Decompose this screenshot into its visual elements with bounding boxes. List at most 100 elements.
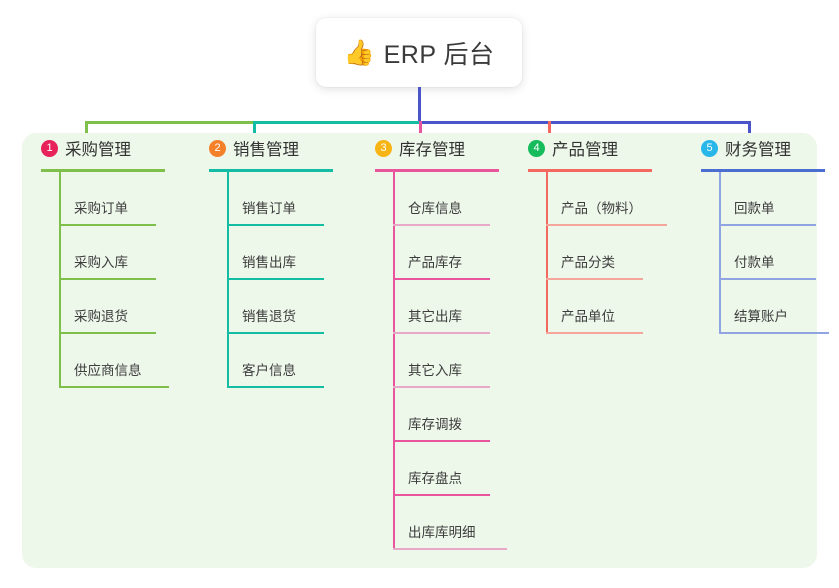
item-label: 产品分类	[561, 255, 615, 270]
item-rule	[393, 494, 490, 496]
bus-bar-segment-blue	[419, 121, 751, 124]
list-item[interactable]: 其它入库	[393, 334, 534, 388]
branch-header-5[interactable]: 5 财务管理	[700, 133, 839, 163]
item-rule	[59, 224, 156, 226]
item-label: 库存调拨	[408, 417, 462, 432]
branch-badge-2: 2	[209, 139, 226, 157]
branch-spine-4	[546, 172, 548, 334]
list-item[interactable]: 产品库存	[393, 226, 534, 280]
list-item[interactable]: 产品分类	[546, 226, 687, 280]
item-label: 采购退货	[74, 309, 128, 324]
item-label: 销售出库	[242, 255, 296, 270]
item-label: 采购入库	[74, 255, 128, 270]
item-label: 结算账户	[734, 309, 788, 324]
item-rule	[393, 386, 490, 388]
list-item[interactable]: 销售出库	[227, 226, 368, 280]
thumbs-up-icon: 👍	[343, 39, 375, 67]
list-item[interactable]: 付款单	[719, 226, 839, 280]
item-label: 出库库明细	[408, 525, 476, 540]
item-label: 产品（物料）	[561, 201, 642, 216]
branch-badge-1: 1	[41, 139, 58, 157]
branch-badge-4: 4	[528, 139, 545, 157]
bus-bar-segment-teal	[253, 121, 421, 124]
list-item[interactable]: 采购入库	[59, 226, 200, 280]
list-item[interactable]: 销售退货	[227, 280, 368, 334]
item-rule	[393, 332, 490, 334]
item-label: 回款单	[734, 201, 775, 216]
trunk-connector-vertical	[418, 87, 421, 123]
item-rule	[719, 224, 816, 226]
branch-items-1: 采购订单 采购入库 采购退货 供应商信息	[40, 172, 200, 388]
item-rule	[546, 278, 643, 280]
branch-spine-5	[719, 172, 721, 334]
bus-bar-segment-green	[85, 121, 255, 124]
item-label: 仓库信息	[408, 201, 462, 216]
list-item[interactable]: 仓库信息	[393, 172, 534, 226]
branch-items-4: 产品（物料） 产品分类 产品单位	[527, 172, 687, 334]
branch-column-4: 4 产品管理 产品（物料） 产品分类 产品单位	[527, 133, 687, 334]
item-label: 其它入库	[408, 363, 462, 378]
branch-underline-5	[701, 169, 825, 172]
branch-header-2[interactable]: 2 销售管理	[208, 133, 368, 163]
item-rule	[719, 332, 829, 334]
item-label: 销售退货	[242, 309, 296, 324]
item-rule	[393, 440, 490, 442]
list-item[interactable]: 供应商信息	[59, 334, 200, 388]
branch-items-5: 回款单 付款单 结算账户	[700, 172, 839, 334]
item-rule	[393, 278, 490, 280]
list-item[interactable]: 回款单	[719, 172, 839, 226]
list-item[interactable]: 库存盘点	[393, 442, 534, 496]
list-item[interactable]: 产品（物料）	[546, 172, 687, 226]
branch-underline-4	[528, 169, 652, 172]
list-item[interactable]: 出库库明细	[393, 496, 534, 550]
branches-panel: 1 采购管理 采购订单 采购入库 采购退货 供应商信	[22, 133, 829, 568]
item-rule	[393, 548, 507, 550]
item-label: 客户信息	[242, 363, 296, 378]
branch-items-2: 销售订单 销售出库 销售退货 客户信息	[208, 172, 368, 388]
branch-badge-3: 3	[375, 139, 392, 157]
root-node-erp-backend[interactable]: 👍 ERP 后台	[316, 18, 522, 87]
branch-spine-1	[59, 172, 61, 388]
list-item[interactable]: 其它出库	[393, 280, 534, 334]
branch-title-1: 采购管理	[65, 141, 131, 159]
item-label: 产品单位	[561, 309, 615, 324]
branch-title-3: 库存管理	[399, 141, 465, 159]
item-label: 产品库存	[408, 255, 462, 270]
list-item[interactable]: 库存调拨	[393, 388, 534, 442]
branch-title-5: 财务管理	[725, 141, 791, 159]
item-rule	[227, 278, 324, 280]
list-item[interactable]: 销售订单	[227, 172, 368, 226]
list-item[interactable]: 采购订单	[59, 172, 200, 226]
list-item[interactable]: 客户信息	[227, 334, 368, 388]
item-label: 其它出库	[408, 309, 462, 324]
item-label: 库存盘点	[408, 471, 462, 486]
branch-items-3: 仓库信息 产品库存 其它出库 其它入库 库存调拨	[374, 172, 534, 550]
branch-column-3: 3 库存管理 仓库信息 产品库存 其它出库 其它入库	[374, 133, 534, 550]
list-item[interactable]: 采购退货	[59, 280, 200, 334]
item-rule	[546, 224, 667, 226]
item-rule	[59, 386, 169, 388]
branch-header-3[interactable]: 3 库存管理	[374, 133, 534, 163]
branch-column-5: 5 财务管理 回款单 付款单 结算账户	[700, 133, 839, 334]
item-label: 供应商信息	[74, 363, 142, 378]
item-label: 付款单	[734, 255, 775, 270]
branch-underline-2	[209, 169, 333, 172]
item-label: 销售订单	[242, 201, 296, 216]
branch-header-4[interactable]: 4 产品管理	[527, 133, 687, 163]
branch-title-2: 销售管理	[233, 141, 299, 159]
item-label: 采购订单	[74, 201, 128, 216]
branch-underline-1	[41, 169, 165, 172]
branch-spine-3	[393, 172, 395, 550]
item-rule	[59, 278, 156, 280]
branch-column-2: 2 销售管理 销售订单 销售出库 销售退货 客户信息	[208, 133, 368, 388]
branch-header-1[interactable]: 1 采购管理	[40, 133, 200, 163]
list-item[interactable]: 产品单位	[546, 280, 687, 334]
item-rule	[227, 386, 324, 388]
root-node-title: ERP 后台	[383, 40, 495, 69]
branch-underline-3	[375, 169, 499, 172]
item-rule	[719, 278, 816, 280]
branch-column-1: 1 采购管理 采购订单 采购入库 采购退货 供应商信	[40, 133, 200, 388]
list-item[interactable]: 结算账户	[719, 280, 839, 334]
item-rule	[227, 332, 324, 334]
